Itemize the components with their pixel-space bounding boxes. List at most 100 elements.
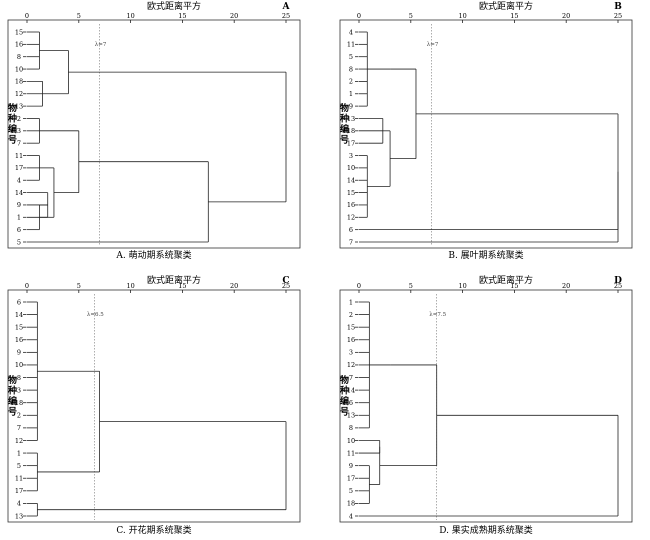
leaf-label: 7 bbox=[349, 374, 353, 382]
leaf-label: 15 bbox=[347, 323, 355, 331]
leaf-label: 18 bbox=[347, 500, 355, 508]
leaf-label: 6 bbox=[349, 226, 353, 234]
leaf-label: 3 bbox=[17, 127, 21, 135]
x-axis-title: 欧式距离平方 bbox=[479, 0, 533, 12]
leaf-label: 5 bbox=[17, 238, 21, 246]
leaf-label: 16 bbox=[15, 41, 23, 49]
y-axis-title-char: 种 bbox=[7, 385, 17, 397]
leaf-label: 4 bbox=[349, 28, 353, 36]
x-tick-label: 10 bbox=[458, 282, 466, 290]
leaf-label: 6 bbox=[17, 298, 21, 306]
leaf-label: 14 bbox=[347, 177, 355, 185]
leaf-label: 15 bbox=[15, 28, 23, 36]
leaf-label: 4 bbox=[17, 177, 21, 185]
x-tick-label: 0 bbox=[25, 12, 29, 20]
leaf-label: 5 bbox=[349, 53, 353, 61]
panel-letter: D bbox=[614, 276, 622, 286]
y-axis-title-char: 物 bbox=[340, 374, 349, 386]
y-axis-title-char: 种 bbox=[339, 113, 349, 125]
leaf-label: 13 bbox=[347, 115, 355, 123]
y-axis-title-char: 号 bbox=[8, 135, 17, 146]
leaf-label: 4 bbox=[349, 512, 353, 520]
leaf-label: 7 bbox=[17, 424, 21, 432]
panel-caption: D. 果实成熟期系统聚类 bbox=[439, 524, 533, 536]
leaf-label: 15 bbox=[347, 189, 355, 197]
leaf-label: 3 bbox=[349, 152, 353, 160]
leaf-label: 14 bbox=[15, 189, 23, 197]
leaf-label: 18 bbox=[15, 78, 23, 86]
leaf-label: 9 bbox=[349, 462, 353, 470]
panel-caption: C. 开花期系统聚类 bbox=[116, 524, 191, 536]
x-axis-title: 欧式距离平方 bbox=[147, 0, 201, 12]
x-tick-label: 5 bbox=[409, 282, 413, 290]
y-axis-title-char: 编 bbox=[340, 123, 349, 135]
x-tick-label: 0 bbox=[25, 282, 29, 290]
panel-letter: C bbox=[282, 276, 289, 286]
leaf-label: 13 bbox=[15, 512, 23, 520]
y-axis-title-char: 编 bbox=[8, 395, 17, 407]
y-axis-title-char: 编 bbox=[340, 395, 349, 407]
leaf-label: 16 bbox=[347, 201, 355, 209]
leaf-label: 12 bbox=[347, 214, 355, 222]
leaf-label: 1 bbox=[349, 90, 353, 98]
leaf-label: 10 bbox=[347, 437, 355, 445]
y-axis-title-char: 物 bbox=[340, 102, 349, 114]
threshold-label: λ=7 bbox=[427, 42, 439, 48]
leaf-label: 5 bbox=[349, 487, 353, 495]
panel-frame bbox=[339, 19, 633, 249]
panel-frame bbox=[7, 19, 301, 249]
y-axis-title-char: 号 bbox=[8, 407, 17, 418]
leaf-label: 17 bbox=[347, 139, 355, 147]
leaf-label: 17 bbox=[15, 487, 23, 495]
leaf-label: 17 bbox=[347, 475, 355, 483]
leaf-label: 14 bbox=[15, 311, 23, 319]
x-tick-label: 10 bbox=[126, 12, 134, 20]
x-tick-label: 15 bbox=[510, 12, 518, 20]
leaf-label: 11 bbox=[15, 152, 23, 160]
panel-frame bbox=[339, 289, 633, 523]
leaf-label: 1 bbox=[17, 214, 21, 222]
panel-letter: A bbox=[282, 2, 291, 12]
leaf-label: 13 bbox=[347, 412, 355, 420]
leaf-label: 2 bbox=[17, 115, 21, 123]
leaf-label: 2 bbox=[349, 78, 353, 86]
leaf-label: 8 bbox=[17, 53, 21, 61]
leaf-label: 14 bbox=[347, 386, 355, 394]
leaf-label: 6 bbox=[349, 399, 353, 407]
leaf-label: 18 bbox=[15, 399, 23, 407]
panel-caption: B. 展叶期系统聚类 bbox=[448, 249, 523, 261]
x-tick-label: 0 bbox=[357, 282, 361, 290]
leaf-label: 11 bbox=[347, 449, 355, 457]
leaf-label: 10 bbox=[15, 361, 23, 369]
leaf-label: 9 bbox=[17, 349, 21, 357]
leaf-label: 3 bbox=[17, 386, 21, 394]
x-tick-label: 5 bbox=[77, 12, 81, 20]
panel-caption: A. 萌动期系统聚类 bbox=[115, 249, 191, 261]
x-tick-label: 25 bbox=[282, 12, 290, 20]
leaf-label: 12 bbox=[15, 90, 23, 98]
leaf-label: 9 bbox=[17, 201, 21, 209]
leaf-label: 16 bbox=[347, 336, 355, 344]
leaf-label: 8 bbox=[349, 65, 353, 73]
figure-footer: ... bbox=[321, 537, 330, 540]
x-tick-label: 25 bbox=[282, 282, 290, 290]
y-axis-title-char: 种 bbox=[7, 113, 17, 125]
leaf-label: 4 bbox=[17, 500, 21, 508]
x-tick-label: 20 bbox=[562, 12, 570, 20]
x-axis-title: 欧式距离平方 bbox=[147, 274, 201, 286]
leaf-label: 2 bbox=[17, 412, 21, 420]
x-tick-label: 5 bbox=[409, 12, 413, 20]
x-axis-title: 欧式距离平方 bbox=[479, 274, 533, 286]
x-tick-label: 10 bbox=[126, 282, 134, 290]
x-tick-label: 15 bbox=[178, 12, 186, 20]
leaf-label: 11 bbox=[347, 41, 355, 49]
x-tick-label: 5 bbox=[77, 282, 81, 290]
leaf-label: 12 bbox=[347, 361, 355, 369]
leaf-label: 13 bbox=[15, 102, 23, 110]
leaf-label: 8 bbox=[17, 374, 21, 382]
x-tick-label: 10 bbox=[458, 12, 466, 20]
